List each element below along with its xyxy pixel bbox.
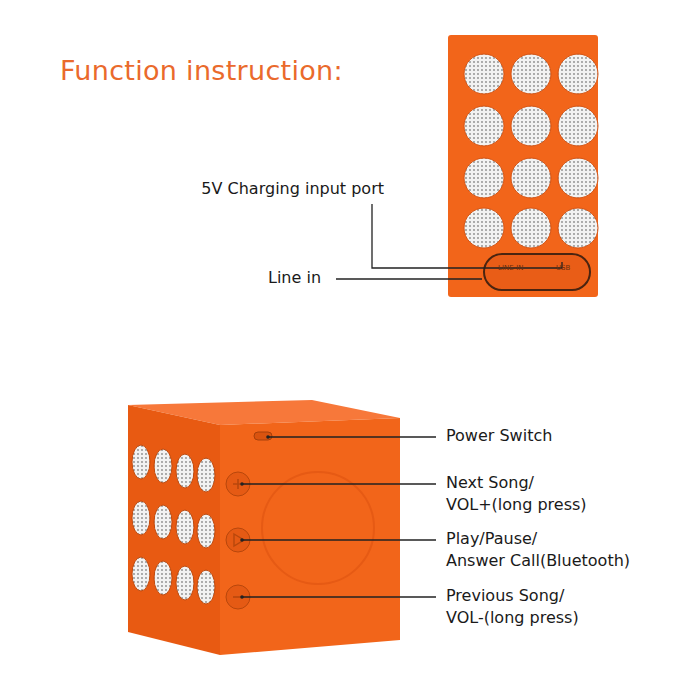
port-label: USB bbox=[556, 265, 570, 273]
callout-label: Play/Pause/ Answer Call(Bluetooth) bbox=[446, 528, 630, 573]
callout-label: Next Song/ VOL+(long press) bbox=[446, 472, 587, 517]
callout-label: Previous Song/ VOL-(long press) bbox=[446, 585, 579, 630]
callout-label: Power Switch bbox=[446, 425, 552, 447]
title: Function instruction: bbox=[60, 52, 343, 90]
port-label: LINE-IN bbox=[498, 265, 523, 273]
callout-label: Line in bbox=[268, 267, 321, 289]
callout-label: 5V Charging input port bbox=[201, 178, 384, 200]
